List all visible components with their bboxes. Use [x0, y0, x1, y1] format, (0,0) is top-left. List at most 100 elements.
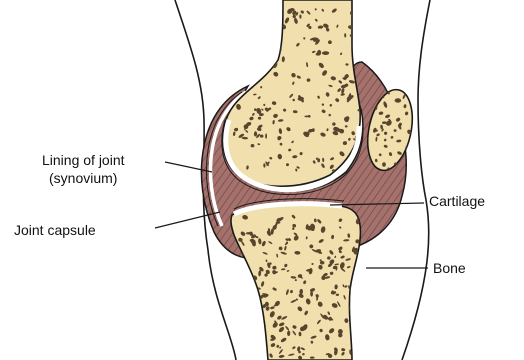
bone-pore [226, 65, 231, 69]
bone-pore [230, 88, 234, 92]
bone-pore [250, 37, 254, 42]
bone-pore [245, 297, 248, 301]
bone-pore [257, 337, 262, 342]
bone-pore [357, 49, 362, 53]
bone-pore [273, 43, 278, 48]
cartilage-label: Cartilage [429, 192, 485, 210]
bone-pore [241, 290, 243, 295]
bone-pore [242, 37, 246, 41]
bone-pore [254, 343, 258, 348]
bone-pore [244, 355, 247, 358]
bone-pore [245, 46, 250, 50]
bone-pore [238, 56, 242, 60]
bone-pore [254, 46, 258, 51]
bone-pore [228, 27, 233, 32]
bone-pore [258, 336, 264, 339]
bone-pore [248, 353, 254, 355]
bone-pore [295, 279, 297, 281]
bone-pore [229, 10, 235, 16]
bone-pore [238, 13, 243, 18]
leg-outline-right [402, 0, 430, 360]
bone-pore [246, 28, 252, 32]
bone-pore [242, 34, 249, 41]
bone-pore [310, 357, 315, 359]
bone-pore [247, 280, 250, 283]
bone-pore [355, 7, 360, 12]
bone-pore [357, 314, 360, 320]
bone-pore [249, 5, 252, 10]
bone-pore [357, 331, 362, 336]
bone-pore [352, 304, 355, 306]
bone-pore [226, 84, 231, 89]
bone-label: Bone [433, 259, 466, 277]
bone-pore [354, 293, 359, 297]
bone-pore [355, 23, 360, 28]
bone-pore [251, 298, 255, 304]
joint-capsule-label: Joint capsule [14, 221, 96, 239]
bone-pore [259, 339, 263, 344]
bone-pore [236, 329, 242, 334]
bone-pore [255, 342, 260, 346]
bone-pore [356, 272, 360, 278]
bone-pore [292, 227, 294, 230]
bone-pore [277, 22, 281, 24]
bone-pore [240, 344, 247, 347]
bone-pore [358, 7, 361, 11]
bone-pore [273, 38, 277, 42]
bone-pore [240, 293, 244, 297]
bone-pore [256, 42, 261, 47]
bone-pore [265, 134, 267, 139]
bone-pore [245, 328, 249, 333]
bone-pore [244, 8, 246, 14]
bone-pore [255, 321, 258, 324]
bone-pore [360, 9, 363, 12]
bone-pore [382, 162, 386, 167]
bone-pore [265, 32, 268, 35]
bone-pore [235, 14, 243, 21]
bone-pore [240, 73, 243, 76]
synovium-label-line2: (synovium) [42, 169, 125, 187]
bone-pore [267, 45, 273, 51]
bone-pore [246, 308, 249, 315]
bone-pore [336, 294, 339, 296]
bone-pore [255, 25, 261, 30]
bone-pore [395, 98, 402, 102]
bone-pore [242, 24, 249, 31]
bone-pore [237, 28, 243, 34]
bone-pore [238, 75, 242, 79]
bone-pore [255, 321, 258, 324]
bone-pore [239, 271, 244, 274]
bone-pore [236, 43, 239, 46]
bone-pore [263, 5, 269, 11]
bone-pore [248, 21, 251, 26]
bone-pore [250, 316, 255, 323]
bone-pore [238, 18, 241, 21]
bone-pore [230, 10, 236, 18]
bone-pore [310, 291, 313, 296]
synovium-label: Lining of joint (synovium) [42, 151, 125, 187]
bone-pore [226, 58, 230, 62]
bone-pore [234, 48, 238, 53]
bone-pore [240, 8, 245, 13]
bone-pore [242, 322, 245, 326]
bone-pore [248, 13, 256, 20]
bone-pore [243, 309, 248, 312]
bone-pore [352, 21, 356, 24]
bone-pore [352, 32, 355, 34]
bone-pore [271, 24, 277, 27]
bone-pore [259, 348, 262, 352]
bone-pore [249, 15, 256, 19]
bone-pore [246, 60, 249, 63]
bone-pore [263, 63, 267, 66]
bone-pore [276, 30, 280, 34]
bone-pore [240, 311, 247, 315]
bone-pore [243, 283, 247, 289]
bone-pore [239, 28, 242, 32]
bone-pore [243, 286, 246, 289]
bone-pore [249, 31, 251, 34]
bone-pore [238, 320, 242, 324]
synovium-label-line1: Lining of joint [42, 151, 125, 169]
bone-pore [266, 27, 269, 30]
bone-pore [248, 349, 252, 353]
bone-pore [241, 309, 247, 314]
